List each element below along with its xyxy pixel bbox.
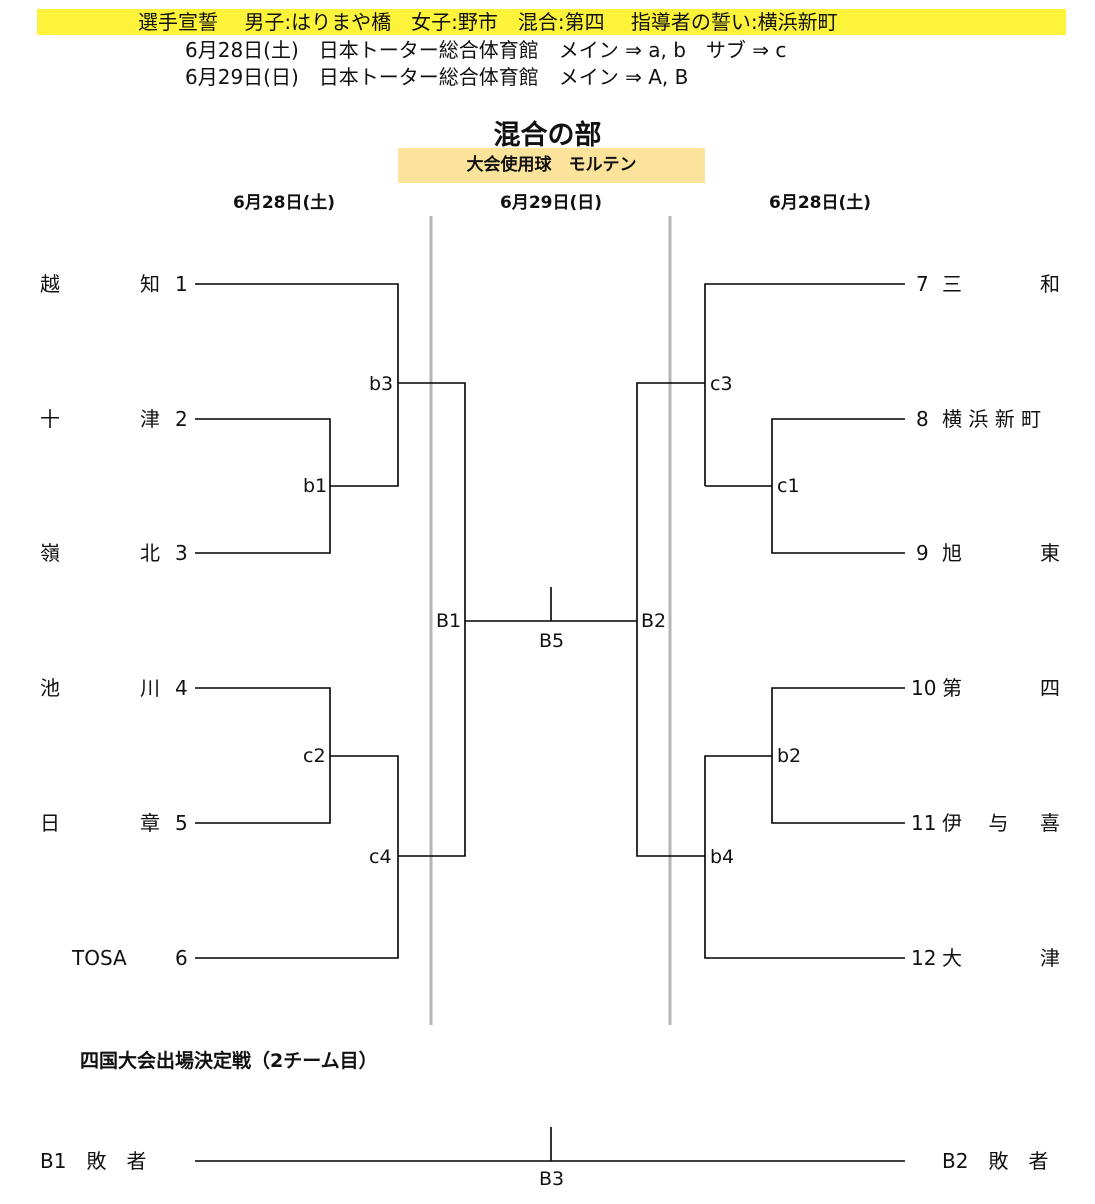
- right-team-12-char-a: 大: [942, 946, 962, 970]
- playoff-right-label: B2 敗 者: [942, 1149, 1049, 1173]
- right-team-10-seed: 10: [911, 676, 937, 700]
- match-label-B2: B2: [641, 610, 667, 632]
- match-label-c2: c2: [303, 745, 326, 767]
- right-team-7-char-b: 和: [1040, 272, 1060, 296]
- right-team-9-char-a: 旭: [942, 541, 962, 565]
- left-team-6-name: TOSA: [72, 946, 127, 970]
- right-team-8-name: 横 浜 新 町: [942, 407, 1042, 431]
- playoff-match-label: B3: [539, 1168, 565, 1190]
- left-team-3-char-b: 北: [140, 541, 160, 565]
- right-team-10-char-a: 第: [942, 676, 962, 700]
- right-team-11-char-a: 伊 与: [942, 811, 1009, 835]
- right-team-10-char-b: 四: [1040, 676, 1060, 700]
- match-label-B1: B1: [436, 610, 462, 632]
- playoff-left-label: B1 敗 者: [40, 1149, 147, 1173]
- left-team-3-char-a: 嶺: [40, 541, 60, 565]
- header-schedule-line-2: 6月29日(日) 日本トーター総合体育館 メイン ⇒ A, B: [185, 65, 689, 89]
- left-team-4-char-b: 川: [140, 676, 160, 700]
- header-highlight: [37, 9, 1066, 35]
- left-team-5-seed: 5: [175, 811, 188, 835]
- right-team-11-char-b: 喜: [1040, 811, 1060, 835]
- right-team-8-seed: 8: [916, 407, 929, 431]
- page-title: 混合の部: [493, 120, 602, 151]
- header-oath-line: 選手宣誓 男子:はりまや橋 女子:野市 混合:第四 指導者の誓い:横浜新町: [138, 10, 838, 34]
- date-right: 6月28日(土): [768, 193, 872, 213]
- left-team-5-char-b: 章: [140, 811, 160, 835]
- match-label-b3: b3: [369, 373, 394, 395]
- match-label-c4: c4: [369, 846, 392, 868]
- left-team-1-seed: 1: [175, 272, 188, 296]
- date-left: 6月28日(土): [232, 193, 336, 213]
- match-label-b1: b1: [303, 475, 328, 497]
- right-team-7-seed: 7: [916, 272, 929, 296]
- right-team-12-char-b: 津: [1040, 946, 1060, 970]
- match-label-b2: b2: [777, 745, 802, 767]
- ball-highlight: [398, 148, 705, 183]
- ball-label: 大会使用球 モルテン: [466, 155, 637, 175]
- right-team-11-seed: 11: [911, 811, 937, 835]
- right-team-9-char-b: 東: [1040, 541, 1060, 565]
- match-label-c3: c3: [710, 373, 733, 395]
- right-team-7-char-a: 三: [942, 272, 962, 296]
- date-center: 6月29日(日): [499, 193, 603, 213]
- left-team-3-seed: 3: [175, 541, 188, 565]
- left-team-2-seed: 2: [175, 407, 188, 431]
- right-team-12-seed: 12: [911, 946, 937, 970]
- left-team-4-seed: 4: [175, 676, 188, 700]
- left-team-1-char-a: 越: [40, 272, 60, 296]
- match-label-b4: b4: [710, 846, 735, 868]
- right-team-9-seed: 9: [916, 541, 929, 565]
- header-schedule-line-1: 6月28日(土) 日本トーター総合体育館 メイン ⇒ a, b サブ ⇒ c: [185, 38, 787, 62]
- left-team-1-char-b: 知: [140, 272, 160, 296]
- left-team-4-char-a: 池: [40, 676, 60, 700]
- left-team-2-char-a: 十: [40, 407, 60, 431]
- playoff-title: 四国大会出場決定戦（2チーム目）: [80, 1050, 378, 1072]
- match-label-B5: B5: [539, 630, 565, 652]
- left-team-5-char-a: 日: [40, 811, 60, 835]
- match-label-c1: c1: [777, 475, 800, 497]
- left-team-6-seed: 6: [175, 946, 188, 970]
- left-team-2-char-b: 津: [140, 407, 160, 431]
